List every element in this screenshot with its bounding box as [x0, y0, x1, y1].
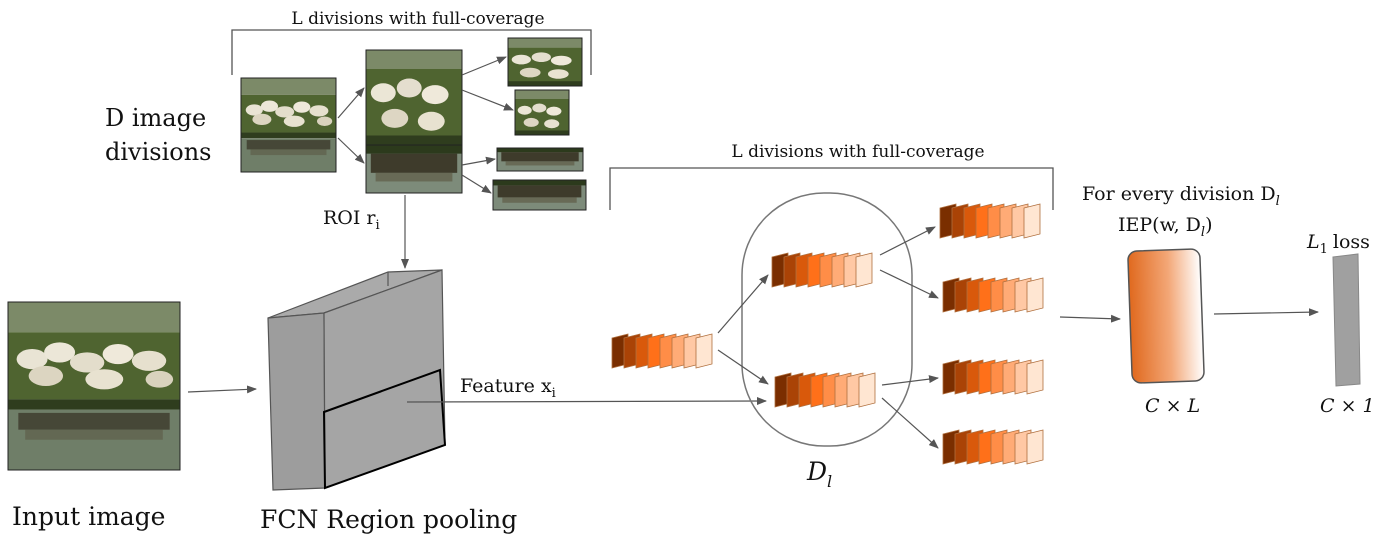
division-full-image	[240, 77, 337, 173]
feature-arrow	[406, 397, 767, 406]
c-times-1-label: C × 1	[1320, 395, 1375, 417]
fcn-block	[267, 269, 447, 491]
stack-lower	[774, 372, 876, 408]
top-bracket: L divisions with full-coverage	[231, 9, 592, 75]
feature-label: Feature xi	[460, 375, 556, 401]
feature-map-slice	[858, 372, 876, 408]
iep-label: IEP(w, Dl)	[1118, 214, 1213, 240]
stack-upper	[771, 252, 873, 288]
feature-map-slice	[1023, 203, 1041, 239]
to-loss-arrow	[1213, 308, 1319, 317]
stack-upper-b	[942, 277, 1044, 313]
feature-map-slice	[1026, 359, 1044, 395]
d-image-divisions-label-1: D image	[105, 104, 206, 132]
to-iep-arrow	[1059, 314, 1121, 323]
stack-lower-b	[942, 429, 1044, 465]
feature-stacks	[611, 203, 1044, 465]
division-images	[240, 37, 587, 211]
division-top-left-image	[507, 37, 583, 87]
feature-map-slice	[855, 252, 873, 288]
stack-root	[611, 333, 713, 369]
division-top-image	[365, 49, 463, 146]
fcn-region-pooling-label: FCN Region pooling	[260, 505, 517, 534]
stack-upper-a	[939, 203, 1041, 239]
division-bottom-left-image	[496, 147, 584, 172]
mid-bracket: L divisions with full-coverage	[609, 142, 1054, 210]
input-image-label: Input image	[12, 502, 165, 531]
division-dl-label: Dl	[806, 457, 832, 491]
mid-bracket-label: L divisions with full-coverage	[731, 142, 984, 162]
division-bottom-right-image	[492, 179, 587, 211]
division-capsule	[741, 192, 913, 447]
c-times-l-label: C × L	[1145, 395, 1200, 417]
division-top-right-image	[514, 89, 570, 136]
loss-vector	[1332, 253, 1361, 387]
feature-map-slice	[1026, 429, 1044, 465]
roi-label: ROI ri	[323, 207, 380, 233]
iep-block	[1127, 248, 1205, 384]
feature-map-slice	[695, 333, 713, 369]
top-bracket-label: L divisions with full-coverage	[291, 9, 544, 29]
division-bottom-image	[365, 144, 463, 194]
stack-lower-a	[942, 359, 1044, 395]
input-to-fcn-arrow	[187, 385, 257, 394]
stack-arrows	[717, 226, 939, 449]
for-every-division-label: For every division Dl	[1082, 183, 1280, 209]
d-image-divisions-label-2: divisions	[105, 138, 212, 166]
input-image	[7, 301, 181, 471]
roi-region-box	[322, 368, 447, 490]
feature-map-slice	[1026, 277, 1044, 313]
